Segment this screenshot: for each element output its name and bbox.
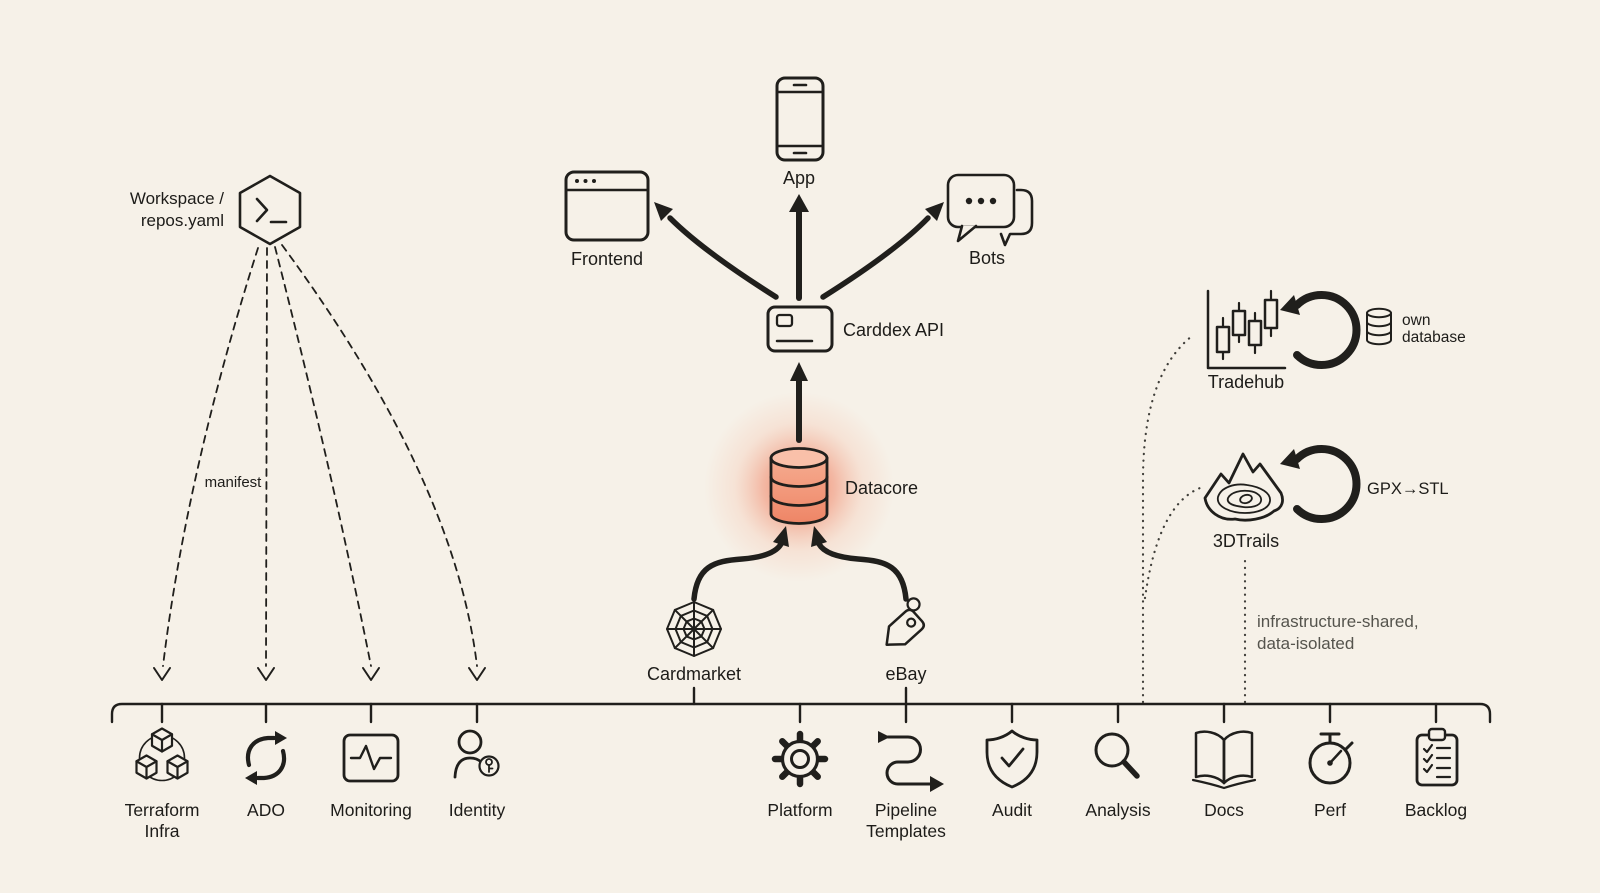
manifest-arrowheads xyxy=(153,667,486,681)
clipboard-checklist-icon xyxy=(1415,727,1459,787)
candlestick-chart-icon xyxy=(1206,289,1287,370)
price-tag-icon xyxy=(885,597,926,646)
gpx-stl-label: GPX→STL xyxy=(1367,480,1449,498)
platform-item-label-terraform: Terraform Infra xyxy=(124,800,200,841)
open-book-icon xyxy=(1191,730,1257,790)
person-key-icon xyxy=(453,729,500,779)
arrow-api-to-app xyxy=(789,194,809,301)
shield-check-icon xyxy=(985,729,1039,789)
carddex-api-label: Carddex API xyxy=(843,320,945,340)
datacore-label: Datacore xyxy=(845,478,919,498)
monitor-pulse-icon xyxy=(342,733,400,783)
platform-item-label-perf: Perf xyxy=(1313,800,1347,820)
trails-label: 3DTrails xyxy=(1212,531,1280,551)
arrow-api-to-frontend xyxy=(654,202,779,300)
platform-item-label-identity: Identity xyxy=(448,800,506,820)
arrow-datacore-to-api xyxy=(790,362,808,443)
bots-label: Bots xyxy=(968,248,1006,268)
pipeline-arrows-icon xyxy=(878,731,944,792)
mountain-contours-icon xyxy=(1203,452,1284,522)
cardmarket-label: Cardmarket xyxy=(646,664,742,684)
spiderweb-icon xyxy=(666,601,722,657)
smartphone-icon xyxy=(775,76,825,162)
ebay-label: eBay xyxy=(885,664,927,684)
arrow-ebay-to-datacore xyxy=(811,526,909,602)
chat-bubbles-icon xyxy=(946,173,1034,247)
platform-item-label-platform: Platform xyxy=(767,800,833,820)
platform-baseline xyxy=(110,686,1492,724)
stopwatch-icon xyxy=(1308,732,1354,785)
platform-item-label-analysis: Analysis xyxy=(1085,800,1151,820)
iso-cubes-icon xyxy=(135,727,189,782)
gear-icon xyxy=(771,730,829,788)
sync-arrows-icon xyxy=(245,731,287,785)
manifest-dashed-arrows xyxy=(162,244,478,667)
own-database-label: own database xyxy=(1402,312,1466,346)
dotted-link-trails xyxy=(1143,486,1202,600)
platform-item-label-ado: ADO xyxy=(247,800,285,820)
magnifier-icon xyxy=(1094,732,1140,779)
arrow-api-to-bots xyxy=(820,202,944,300)
database-small-icon xyxy=(1366,307,1392,346)
platform-item-label-audit: Audit xyxy=(992,800,1032,820)
tradehub-refresh-cycle-icon xyxy=(1280,291,1361,369)
bank-card-icon xyxy=(766,305,834,353)
dotted-isolation-links xyxy=(1141,334,1247,704)
hexagon-terminal-icon xyxy=(238,174,302,246)
database-cylinder-icon xyxy=(769,447,829,525)
trails-refresh-cycle-icon xyxy=(1280,445,1361,523)
platform-item-label-pipeline: Pipeline Templates xyxy=(866,800,946,841)
dotted-link-tradehub xyxy=(1141,334,1194,704)
platform-item-label-monitoring: Monitoring xyxy=(330,800,412,820)
arrow-cardmarket-to-datacore xyxy=(691,526,789,602)
frontend-label: Frontend xyxy=(570,249,644,269)
isolation-note: infrastructure-shared, data-isolated xyxy=(1257,612,1419,653)
tradehub-label: Tradehub xyxy=(1207,372,1285,392)
platform-item-label-backlog: Backlog xyxy=(1404,800,1468,820)
app-label: App xyxy=(782,168,816,188)
browser-window-icon xyxy=(564,170,650,242)
workspace-label: Workspace / repos.yaml xyxy=(129,189,224,230)
manifest-label: manifest xyxy=(204,474,262,491)
platform-item-label-docs: Docs xyxy=(1204,800,1244,820)
